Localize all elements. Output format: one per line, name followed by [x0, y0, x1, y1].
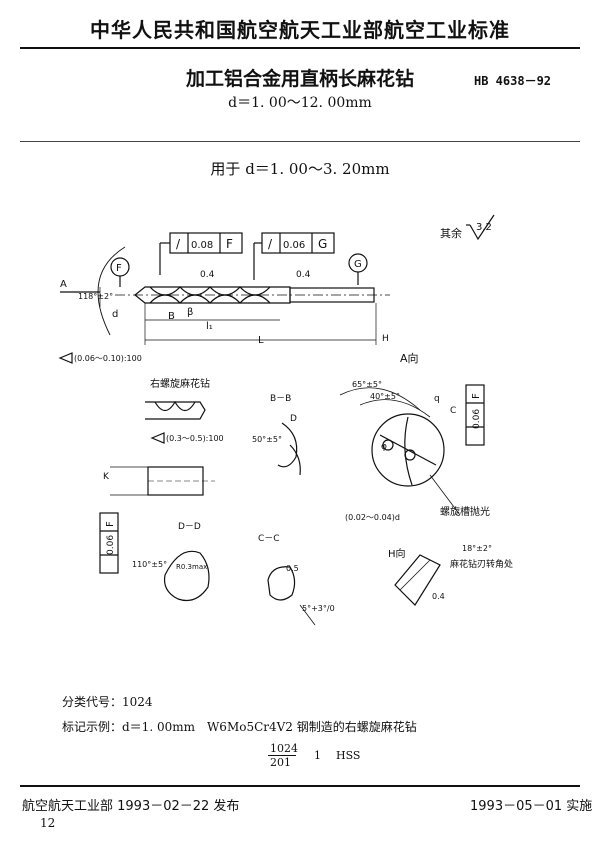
- marking-example: 标记示例：d＝1. 00mm W6Mo5Cr4V2 钢制造的右螺旋麻花钻: [62, 720, 417, 734]
- mark-fraction-bar: [268, 755, 296, 756]
- sub-rule: [20, 141, 580, 142]
- datum-g-label: G: [354, 259, 362, 270]
- mark-fraction-denominator: 201: [270, 756, 291, 769]
- angle-110: 110°±5°: [132, 560, 167, 569]
- label-beta: β: [187, 307, 193, 318]
- datum-f-label: F: [116, 263, 122, 274]
- label-h: H: [382, 334, 389, 344]
- tol-vl-datum: F: [105, 521, 116, 527]
- r-note: R0.3max: [176, 563, 207, 571]
- h-view: [394, 554, 441, 606]
- angle-18: 18°±2°: [462, 544, 492, 553]
- dim-04-b: 0.4: [296, 270, 311, 280]
- page-number: 12: [40, 816, 56, 830]
- angle-40: 40°±5°: [370, 392, 400, 401]
- section-bb-label: B－B: [270, 394, 291, 404]
- standard-header: 中华人民共和国航空航天工业部航空工业标准: [90, 18, 510, 42]
- implement-date: 1993－05－01 实施: [470, 799, 593, 814]
- section-cc-label: C－C: [258, 534, 280, 544]
- publish-date: 航空航天工业部 1993－02－22 发布: [22, 799, 240, 814]
- tol1-value: 0.08: [191, 240, 213, 251]
- angle-65: 65°±5°: [352, 380, 382, 389]
- tol2-value: 0.06: [283, 240, 305, 251]
- drill-main-view: [115, 286, 390, 304]
- tol-vr-datum: F: [471, 393, 482, 399]
- label-b: B: [168, 311, 175, 322]
- label-d: d: [112, 309, 118, 320]
- angle-50: 50°±5°: [252, 435, 282, 444]
- usage-range: 用于 d＝1. 00～3. 20mm: [210, 160, 390, 178]
- spiral-drill-view: [145, 400, 206, 420]
- tol-vl-value: 0.06: [106, 535, 116, 555]
- groove-note: 螺旋槽抛光: [440, 505, 490, 518]
- view-a-label: A向: [400, 351, 419, 365]
- label-a: A: [60, 279, 67, 290]
- label-c: C: [450, 406, 456, 416]
- section-dd: [163, 550, 210, 602]
- header-rule: [20, 47, 580, 49]
- k-view-drill: [110, 466, 215, 496]
- standard-title: 加工铝合金用直柄长麻花钻: [185, 68, 414, 90]
- tol1-symbol: /: [176, 237, 181, 251]
- mark-one: 1: [314, 749, 321, 762]
- label-04c: 0.4: [432, 592, 445, 601]
- tol-vr-value: 0.06: [472, 409, 482, 429]
- dim-04-a: 0.4: [200, 270, 215, 280]
- tol-frame-vertical-left: [99, 512, 119, 574]
- label-q: q: [434, 394, 440, 404]
- technical-drawing: 其余 3.2 / 0.08 F / 0.06 G F G 0.4 0.4 A 1…: [58, 214, 513, 626]
- back-taper-note: (0.3～0.5):100: [166, 434, 224, 443]
- edge-note: 麻花钻刃转角处: [450, 558, 513, 570]
- web-note: (0.02～0.04)d: [345, 513, 400, 522]
- angle-5: 5°+3°/0: [302, 604, 335, 613]
- footer-rule: [20, 785, 580, 787]
- angle-118: 118°±2°: [78, 292, 113, 301]
- roughness-value: 3.2: [476, 222, 492, 233]
- section-dd-label: D－D: [178, 522, 201, 532]
- tol2-symbol: /: [268, 237, 273, 251]
- tol1-datum: F: [226, 237, 233, 251]
- mark-hss: HSS: [336, 749, 361, 762]
- classification-code: 分类代号：1024: [62, 695, 153, 709]
- taper-note: (0.06～0.10):100: [74, 354, 142, 363]
- mark-fraction-numerator: 1024: [270, 742, 298, 755]
- label-05: 0.5: [286, 564, 299, 573]
- label-l: L: [258, 335, 264, 346]
- section-cc: [267, 566, 316, 626]
- right-spiral-label: 右螺旋麻花钻: [150, 377, 210, 390]
- tol2-datum: G: [318, 237, 327, 251]
- section-bb: [277, 422, 301, 476]
- view-h-label: H向: [388, 547, 406, 560]
- roughness-symbol: [469, 214, 495, 241]
- label-k: K: [103, 472, 110, 482]
- label-l1: l₁: [206, 321, 213, 332]
- label-phi: φ: [381, 442, 387, 452]
- roughness-label: 其余: [440, 226, 462, 240]
- diameter-range: d＝1. 00～12. 00mm: [228, 95, 372, 111]
- standard-code: HB 4638－92: [474, 74, 552, 88]
- label-d2: D: [290, 414, 297, 424]
- a-view-circle: [339, 387, 461, 516]
- tol-frame-vertical-right: [465, 384, 485, 446]
